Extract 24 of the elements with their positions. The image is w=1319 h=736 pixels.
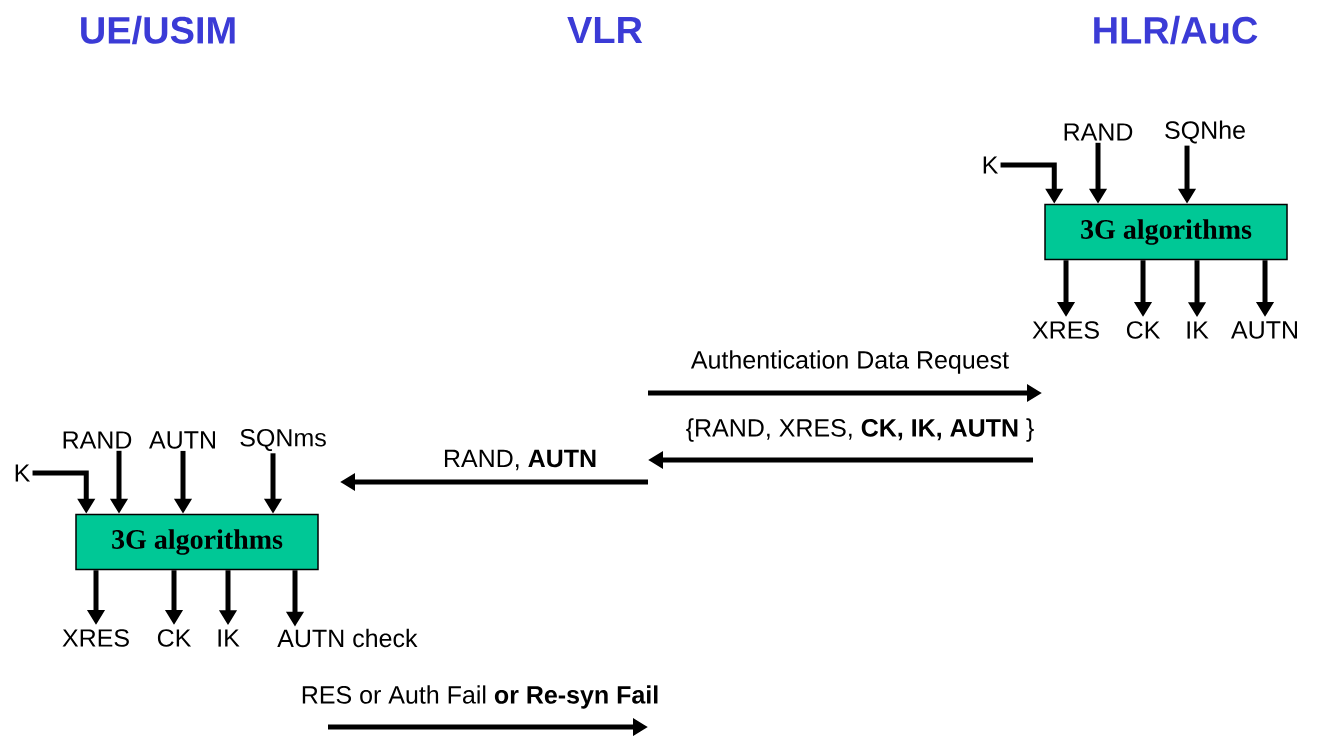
input-label: K <box>15 464 31 482</box>
input-label: RAND <box>63 431 132 449</box>
output-label: CK <box>157 629 192 647</box>
column-heading: HLR/AuC <box>1094 15 1258 45</box>
algorithm-box: 3G algorithms <box>1044 203 1288 261</box>
output-label: IK <box>218 629 240 647</box>
input-label: AUTN <box>149 431 215 449</box>
message-label: {RAND, XRES, CK, IK, AUTN } <box>686 418 1034 442</box>
algorithm-box: 3G algorithms <box>75 513 319 571</box>
column-heading: UE/USIM <box>81 15 235 45</box>
message-label: Authentication Data Request <box>690 350 1009 374</box>
output-label: XRES <box>62 629 129 647</box>
input-label: K <box>983 156 999 174</box>
output-label: CK <box>1126 321 1161 339</box>
input-label: SQNms <box>240 428 326 452</box>
output-label: AUTN <box>1231 321 1297 339</box>
input-label: SQNhe <box>1165 120 1245 144</box>
message-label: RES or Auth Fail or Re-syn Fail <box>302 685 658 709</box>
column-heading: VLR <box>567 16 643 44</box>
output-label: AUTN check <box>277 628 418 648</box>
output-label: XRES <box>1032 321 1099 339</box>
input-label: RAND <box>1064 123 1133 141</box>
message-label: RAND, AUTN <box>445 449 596 471</box>
output-label: IK <box>1187 321 1209 339</box>
